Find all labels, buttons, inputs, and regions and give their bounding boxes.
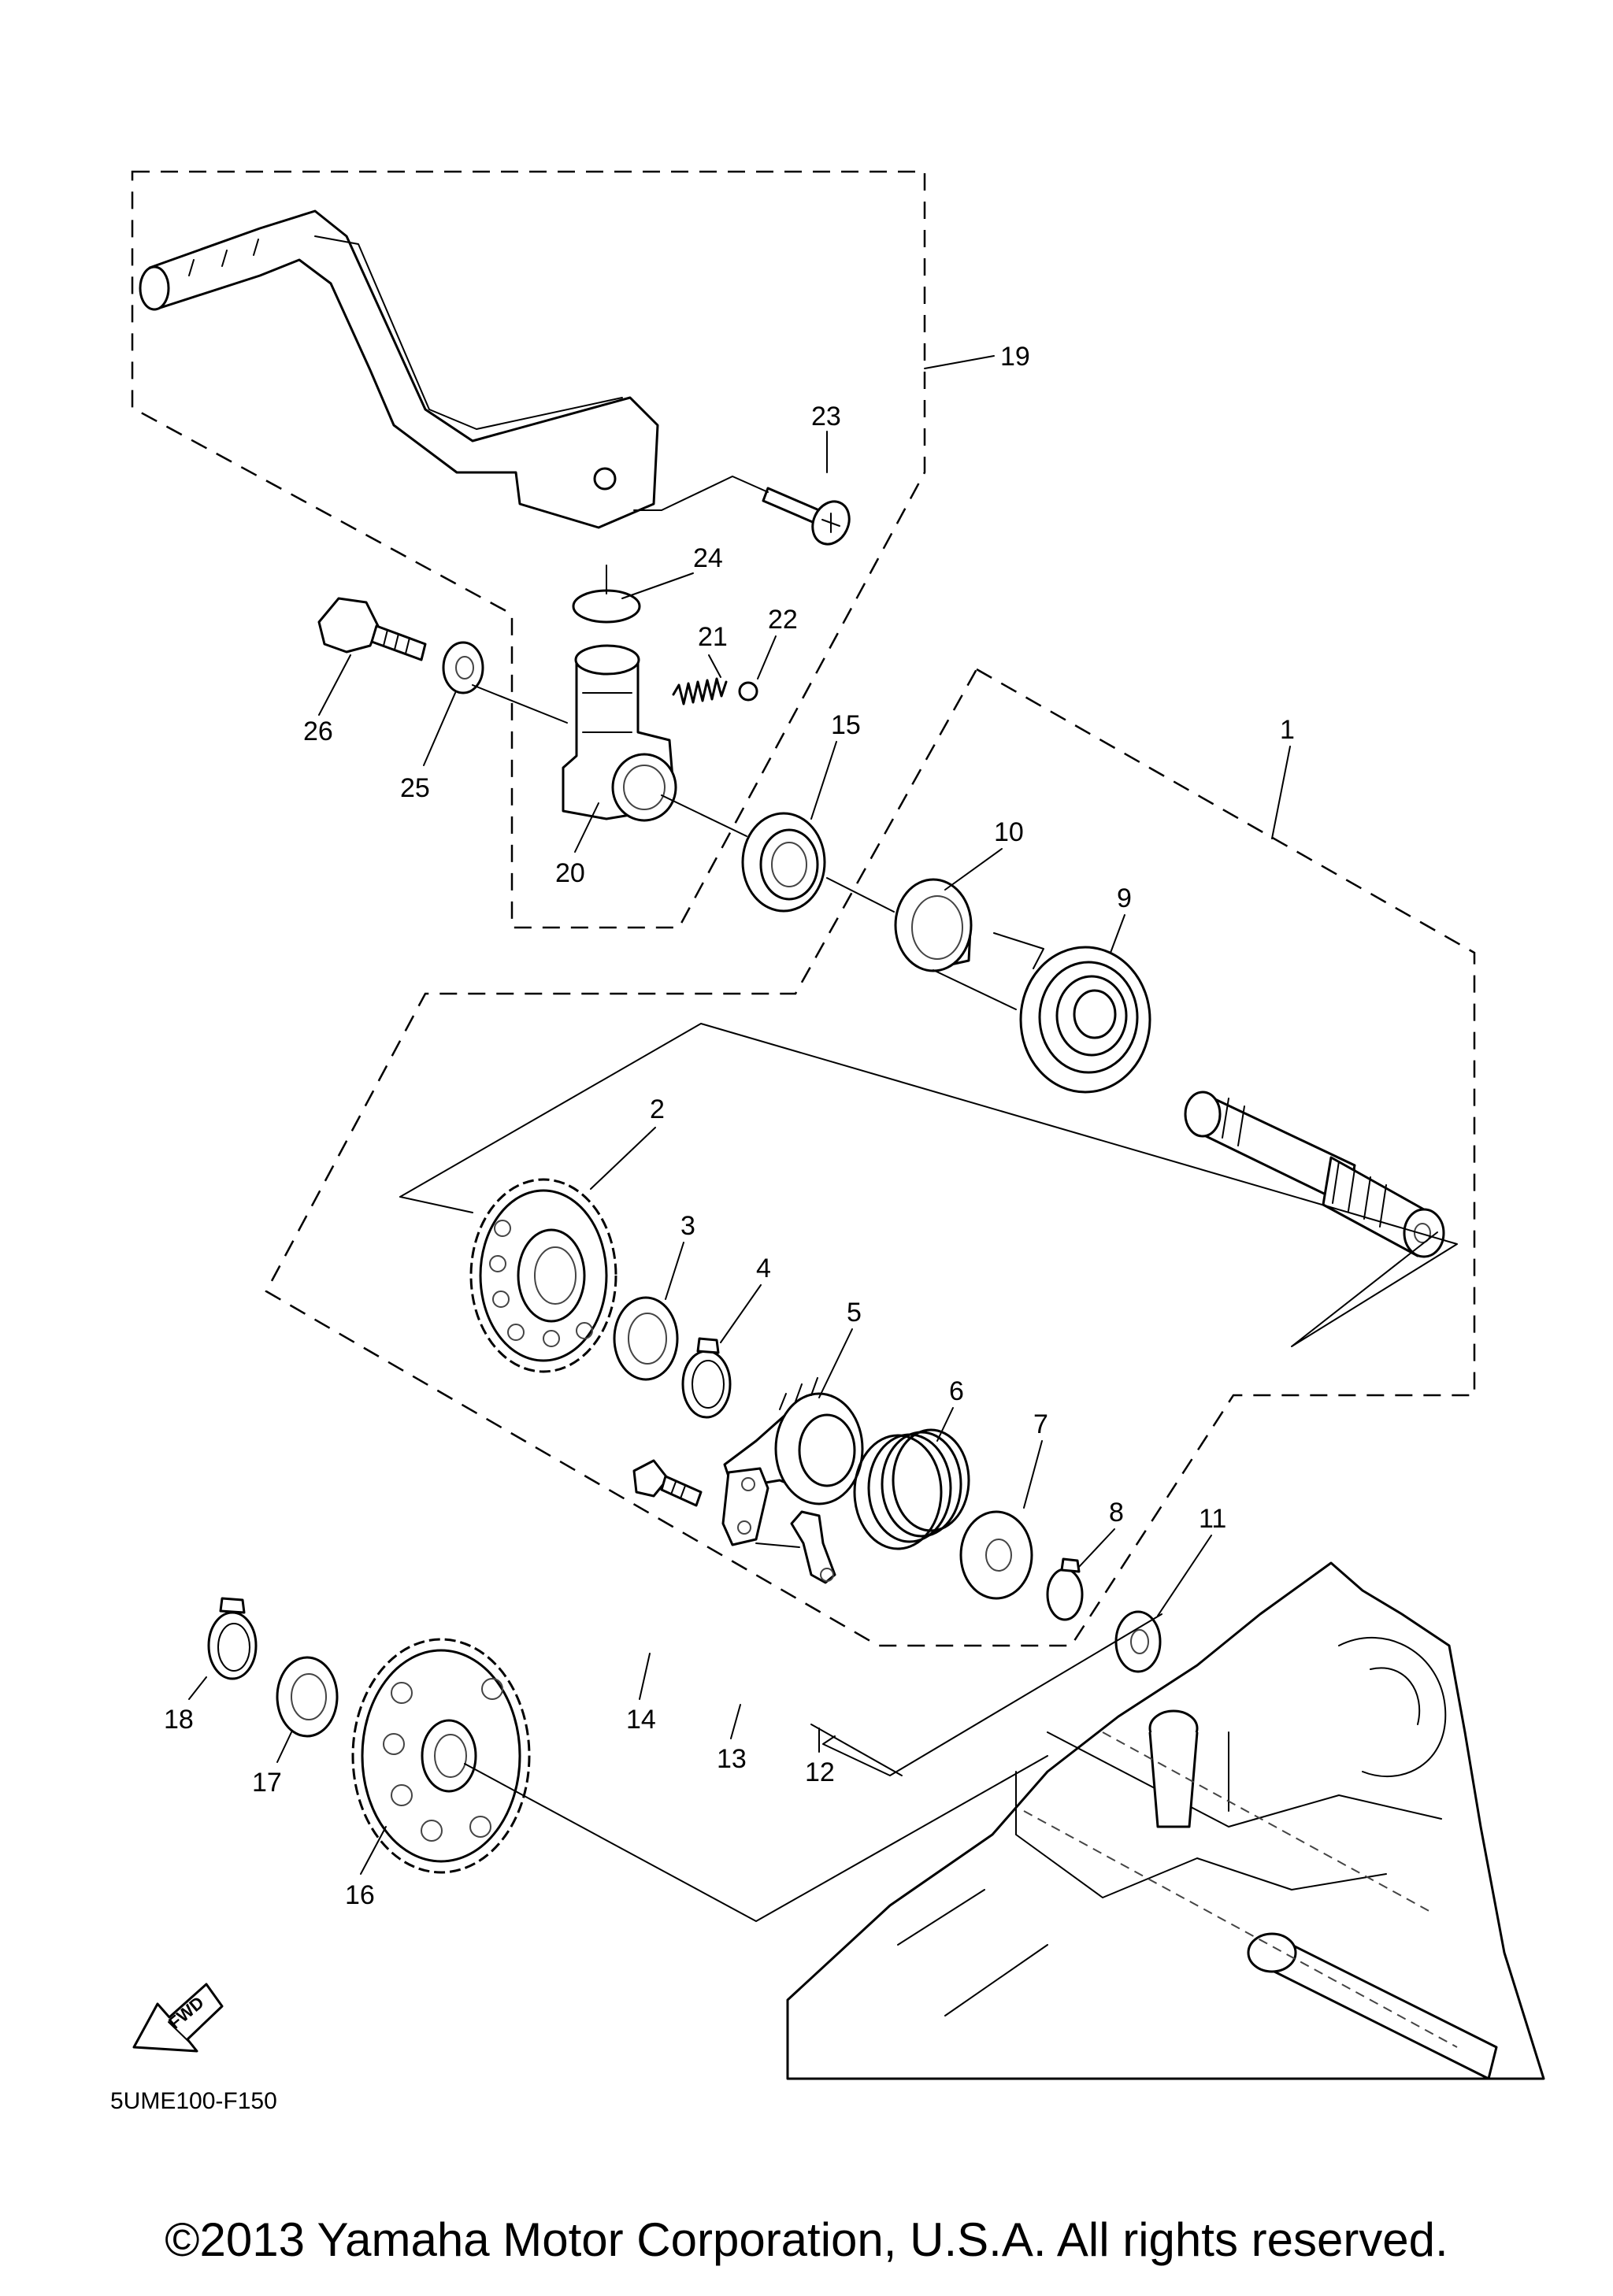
circlip-18 (207, 1597, 258, 1680)
label-18: 18 (164, 1705, 194, 1735)
figure-code: 5UME100-F150 (110, 2088, 277, 2114)
label-26: 26 (303, 717, 333, 746)
idler-gear (351, 1638, 531, 1874)
kick-lever (139, 209, 659, 529)
kick-gear (469, 1178, 617, 1373)
label-7: 7 (1033, 1409, 1048, 1439)
washer-7 (959, 1510, 1033, 1600)
group-19-outline (131, 170, 926, 929)
label-12: 12 (805, 1757, 835, 1787)
label-16: 16 (345, 1880, 375, 1910)
washer-25 (442, 641, 484, 694)
kick-guide (790, 1510, 836, 1584)
washer-3 (613, 1296, 679, 1381)
label-5: 5 (847, 1298, 862, 1328)
label-4: 4 (756, 1254, 771, 1283)
compression-spring (853, 1428, 970, 1550)
label-23: 23 (811, 402, 841, 431)
label-3: 3 (680, 1211, 695, 1241)
copyright-notice: ©2013 Yamaha Motor Corporation, U.S.A. A… (165, 2213, 1448, 2266)
fwd-arrow: FWD (132, 1983, 224, 2053)
oil-seal (741, 812, 826, 913)
lever-bolt (762, 487, 851, 546)
part-labels: 1 2 3 4 5 6 7 8 9 10 11 12 13 14 15 16 1… (164, 342, 1295, 1910)
group-1-outline (265, 668, 1476, 1647)
label-20: 20 (555, 858, 585, 888)
label-11: 11 (1199, 1504, 1226, 1534)
label-19: 19 (1000, 342, 1030, 372)
spring-guide-collar (894, 878, 973, 972)
flange-bolt (317, 597, 427, 661)
bolt-14 (632, 1459, 703, 1507)
label-6: 6 (949, 1376, 964, 1406)
label-25: 25 (400, 773, 430, 803)
washer-11 (1114, 1610, 1162, 1673)
torsion-spring (993, 932, 1151, 1094)
circlip-8 (1046, 1557, 1084, 1621)
label-14: 14 (626, 1705, 656, 1735)
label-8: 8 (1109, 1498, 1124, 1528)
kick-boss (562, 644, 677, 822)
crankcase (786, 1561, 1545, 2080)
axis-lines (399, 476, 1458, 1922)
stopper-plate (721, 1467, 769, 1546)
label-1: 1 (1280, 715, 1295, 745)
leader-lines (188, 355, 1291, 1875)
small-spring (672, 677, 728, 705)
label-24: 24 (693, 543, 723, 573)
kick-axle (1184, 1091, 1445, 1258)
circlip-4 (681, 1337, 732, 1419)
label-17: 17 (252, 1768, 282, 1798)
label-15: 15 (831, 710, 861, 740)
label-10: 10 (994, 817, 1024, 847)
label-13: 13 (717, 1744, 747, 1774)
washer-17 (276, 1656, 339, 1738)
ratchet-wheel (723, 1377, 864, 1505)
label-21: 21 (698, 622, 728, 652)
label-22: 22 (768, 605, 798, 635)
label-2: 2 (650, 1094, 665, 1124)
label-9: 9 (1117, 883, 1132, 913)
ball (738, 681, 758, 702)
